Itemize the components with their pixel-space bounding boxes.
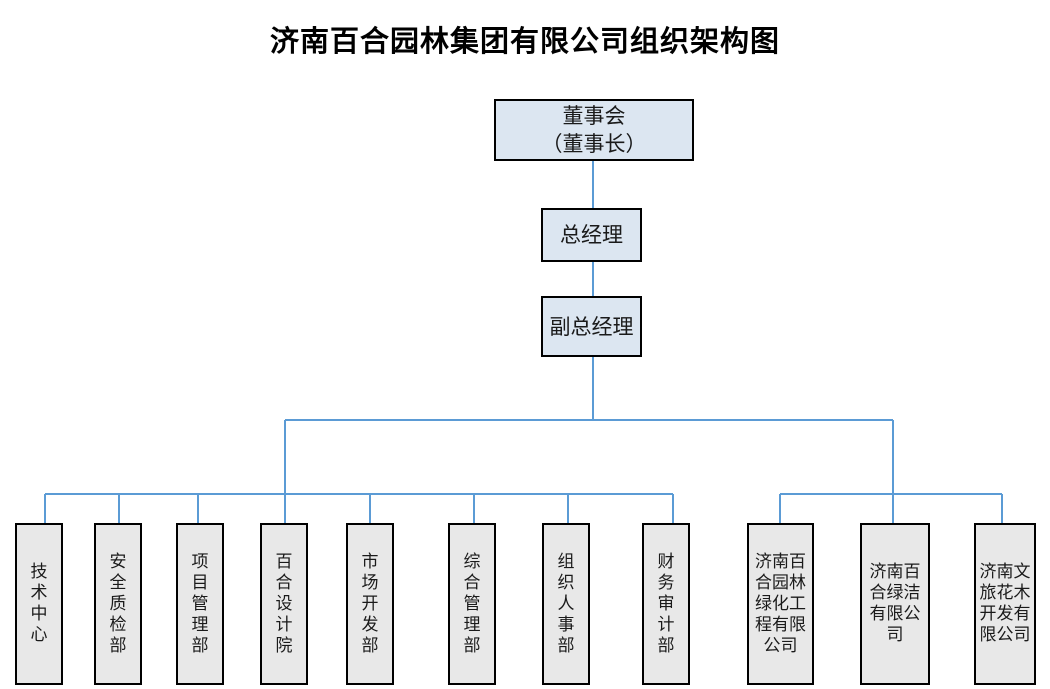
department-box: 财务审计部 <box>642 523 690 685</box>
subsidiary-box: 济南百合绿洁有限公司 <box>860 523 930 685</box>
department-label: 财务审计部 <box>657 551 675 656</box>
chart-title: 济南百合园林集团有限公司组织架构图 <box>269 24 780 58</box>
department-label: 市场开发部 <box>361 551 379 656</box>
deputy-general-manager-box: 副总经理 <box>541 296 642 357</box>
deputy-general-manager-label: 副总经理 <box>549 314 634 339</box>
general-manager-label: 总经理 <box>560 223 623 247</box>
board-chair-label: （董事长） <box>541 132 647 156</box>
board-box: 董事会 （董事长） <box>494 99 694 161</box>
department-box: 综合管理部 <box>448 523 496 685</box>
department-label: 安全质检部 <box>109 551 127 656</box>
department-label: 组织人事部 <box>557 551 575 656</box>
department-box: 市场开发部 <box>346 523 394 685</box>
subsidiary-label: 济南百合绿洁有限公司 <box>869 562 921 645</box>
department-box: 安全质检部 <box>94 523 142 685</box>
department-box: 组织人事部 <box>542 523 590 685</box>
department-box: 项目管理部 <box>176 523 224 685</box>
department-box: 技术中心 <box>15 523 63 685</box>
department-label: 综合管理部 <box>463 551 481 656</box>
board-label: 董事会 <box>562 104 626 128</box>
department-label: 项目管理部 <box>191 551 209 656</box>
department-box: 百合设计院 <box>260 523 308 685</box>
department-label: 技术中心 <box>30 562 48 645</box>
department-label: 百合设计院 <box>275 551 293 656</box>
general-manager-box: 总经理 <box>541 208 642 262</box>
subsidiary-box: 济南百合园林绿化工程有限公司 <box>747 523 814 685</box>
subsidiary-box: 济南文旅花木开发有限公司 <box>974 523 1036 685</box>
subsidiary-label: 济南文旅花木开发有限公司 <box>979 562 1031 645</box>
subsidiary-label: 济南百合园林绿化工程有限公司 <box>755 551 806 656</box>
